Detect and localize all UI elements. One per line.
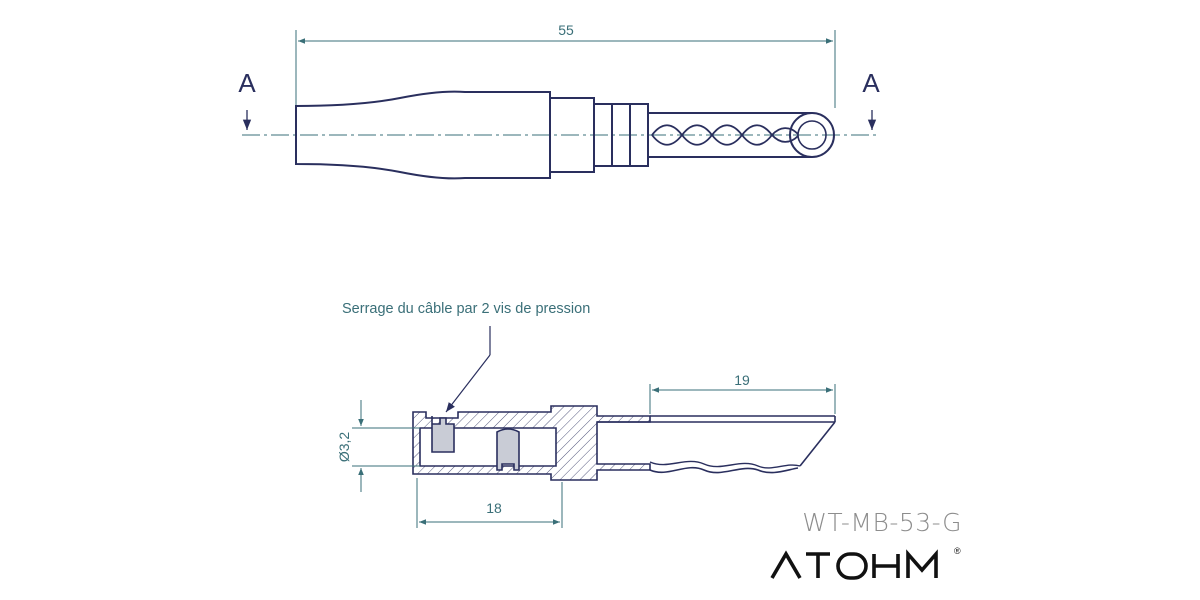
plug-rings [593,103,649,167]
plug-body [295,90,551,180]
top-view [242,30,878,180]
dimension-pin [649,384,836,414]
dimension-body [416,478,563,528]
banana-pin [648,112,835,158]
callout-leader [445,326,491,413]
section-label-left: A [238,68,256,98]
section-view [412,405,836,481]
section-pin [597,415,836,474]
dimension-diameter-label: Ø3,2 [336,432,352,463]
dimension-19-label: 19 [734,372,750,388]
set-screw-1 [431,416,455,453]
registered-mark: ® [954,546,961,556]
dimension-diameter [352,400,420,492]
dimension-overall [295,30,836,108]
model-number: WT-MB-53-G [802,508,962,537]
brand-logo: ® [770,546,961,580]
dimension-55-label: 55 [558,22,574,38]
dimension-18-label: 18 [486,500,502,516]
section-label-right: A [862,68,880,98]
set-screw-2 [496,428,520,471]
callout-text: Serrage du câble par 2 vis de pression [342,301,590,317]
